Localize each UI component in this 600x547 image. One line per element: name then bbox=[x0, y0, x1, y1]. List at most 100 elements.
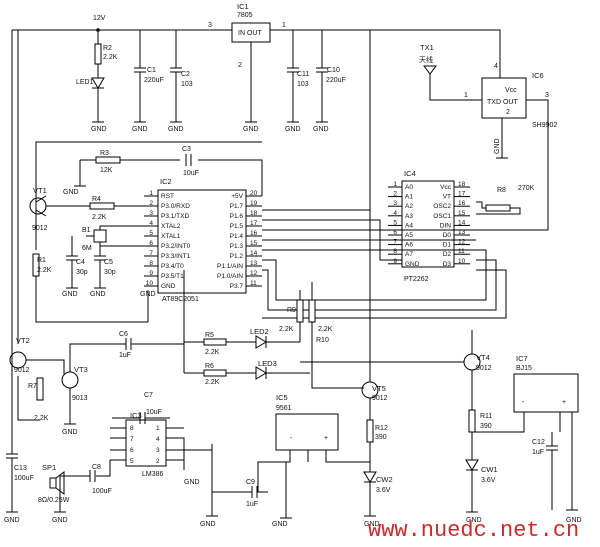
r8-value: 270K bbox=[518, 185, 535, 192]
ic3-leads bbox=[110, 427, 212, 470]
c8-symbol bbox=[60, 460, 111, 482]
c13-symbol bbox=[6, 30, 18, 513]
r12-value: 390 bbox=[375, 434, 387, 441]
vt3-leads bbox=[64, 343, 118, 425]
ic2-pin-2-name: P3.0/RXD bbox=[161, 203, 190, 210]
c11-ref: C11 bbox=[297, 71, 309, 78]
ic4-pin-6-name: A5 bbox=[405, 232, 413, 239]
c8-ref: C8 bbox=[92, 464, 101, 471]
ic7-ref: IC7 bbox=[516, 354, 528, 363]
ic6-vcc: Vcc bbox=[505, 87, 517, 94]
ic4-pin-10-name: D3 bbox=[443, 261, 452, 268]
vt4-ref: VT4 bbox=[476, 353, 490, 362]
vt5-ref: VT5 bbox=[372, 384, 386, 393]
gnd-c13: GND bbox=[4, 517, 20, 524]
r2-value: 2.2K bbox=[103, 54, 118, 61]
ic2-pin-15-name: P1.3 bbox=[230, 243, 244, 250]
r9-value: 2.2K bbox=[279, 326, 294, 333]
r12-ref: R12 bbox=[375, 425, 388, 432]
gnd-led1: GND bbox=[91, 126, 107, 133]
c10-ref: C10 bbox=[327, 67, 340, 74]
vt2-leads bbox=[17, 30, 65, 421]
ic4-pin-17-number: 17 bbox=[458, 191, 466, 198]
gnd-ic5: GND bbox=[272, 521, 288, 528]
c8-value: 100uF bbox=[92, 488, 112, 495]
cw1-value: 3.6V bbox=[481, 477, 496, 484]
ic2-pin-2-number: 2 bbox=[149, 200, 153, 207]
ic4-pin-12-name: D1 bbox=[443, 242, 452, 249]
r8-lead bbox=[476, 201, 521, 215]
ic4-pin-2-number: 2 bbox=[393, 191, 397, 198]
gnd-r3: GND bbox=[63, 189, 79, 196]
ic5-ref: IC5 bbox=[276, 393, 288, 402]
ic2-pin-18-name: P1.6 bbox=[230, 213, 244, 220]
vt3-circle bbox=[61, 371, 79, 389]
crystal-ref: B1 bbox=[82, 227, 91, 234]
ic2-pin-20-name: +5V bbox=[231, 193, 243, 200]
c6-ref: C6 bbox=[119, 331, 128, 338]
ic4-pin-15-number: 15 bbox=[458, 210, 466, 217]
r2-ref: R2 bbox=[103, 45, 112, 52]
ic6-pin4: 4 bbox=[494, 63, 498, 70]
r3-ref: R3 bbox=[100, 150, 109, 157]
ic2-pin-3-number: 3 bbox=[149, 210, 153, 217]
led-leads bbox=[183, 341, 256, 374]
ic2-pin-18-number: 18 bbox=[250, 210, 258, 217]
ic6-pin3: 3 bbox=[545, 92, 549, 99]
c4-value: 30p bbox=[76, 269, 88, 276]
gnd-c10: GND bbox=[313, 126, 329, 133]
ic4-pin-13-name: D0 bbox=[443, 232, 452, 239]
ic5-leads bbox=[257, 450, 370, 519]
vt4-leads bbox=[300, 330, 473, 410]
ic2-pin-5-name: XTAL1 bbox=[161, 233, 181, 240]
ic4-pin-16-number: 16 bbox=[458, 200, 466, 207]
ic4-pin-4-name: A3 bbox=[405, 213, 413, 220]
ic4-pin-12-number: 12 bbox=[458, 239, 466, 246]
ic2-pin-6-number: 6 bbox=[149, 240, 153, 247]
r12-resistor bbox=[366, 419, 374, 443]
gnd-c2: GND bbox=[168, 126, 184, 133]
c1-value: 220uF bbox=[144, 77, 164, 84]
r3-lead bbox=[80, 159, 263, 196]
r3-resistor bbox=[95, 156, 121, 164]
r3-value: 12K bbox=[100, 167, 113, 174]
vt1-circle bbox=[29, 197, 47, 215]
ic4-ref: IC4 bbox=[404, 169, 416, 178]
ic4-pin-17-name: VT bbox=[443, 194, 451, 201]
c3-value: 10uF bbox=[183, 170, 199, 177]
ic2-pin-12-name: P1.0/AIN bbox=[217, 273, 243, 280]
vt1-ref: VT1 bbox=[33, 186, 47, 195]
c3-ref: C3 bbox=[182, 146, 191, 153]
ic4-pin-8-number: 8 bbox=[393, 248, 397, 255]
led1-ref: LED1 bbox=[76, 79, 94, 86]
c7-value: 10uF bbox=[146, 409, 162, 416]
r9-r10-leads bbox=[299, 282, 364, 389]
r9-resistor bbox=[296, 299, 304, 323]
ic2-pin-19-name: P1.7 bbox=[230, 203, 244, 210]
r4-resistor bbox=[89, 202, 115, 210]
ic7-plus: + bbox=[562, 399, 566, 406]
ic5-minus: - bbox=[290, 435, 293, 442]
ic2-pin-14-number: 14 bbox=[250, 250, 258, 257]
c2-symbol bbox=[170, 30, 182, 122]
gnd-c1: GND bbox=[132, 126, 148, 133]
c5-value: 30p bbox=[104, 269, 116, 276]
gnd-c5: GND bbox=[90, 291, 106, 298]
tx1-label: 天线 bbox=[419, 55, 433, 64]
c9-ref: C9 bbox=[246, 479, 255, 486]
ic4-pin-9-number: 9 bbox=[393, 258, 397, 265]
c10-symbol bbox=[316, 30, 328, 122]
vt3-ref: VT3 bbox=[74, 365, 88, 374]
ic1-ref: IC1 bbox=[237, 2, 249, 11]
ic2-pin-12-number: 12 bbox=[250, 270, 258, 277]
vt3-part: 9013 bbox=[72, 395, 88, 402]
ic6-label: TXD OUT bbox=[487, 99, 518, 106]
net-2: 2 bbox=[238, 62, 242, 69]
c13-ref: C13 bbox=[14, 465, 27, 472]
gnd-ic2: GND bbox=[140, 291, 156, 298]
c2-ref: C2 bbox=[181, 71, 190, 78]
watermark: www.nuedc.net.cn bbox=[368, 518, 579, 543]
c10-value: 220uF bbox=[326, 77, 346, 84]
